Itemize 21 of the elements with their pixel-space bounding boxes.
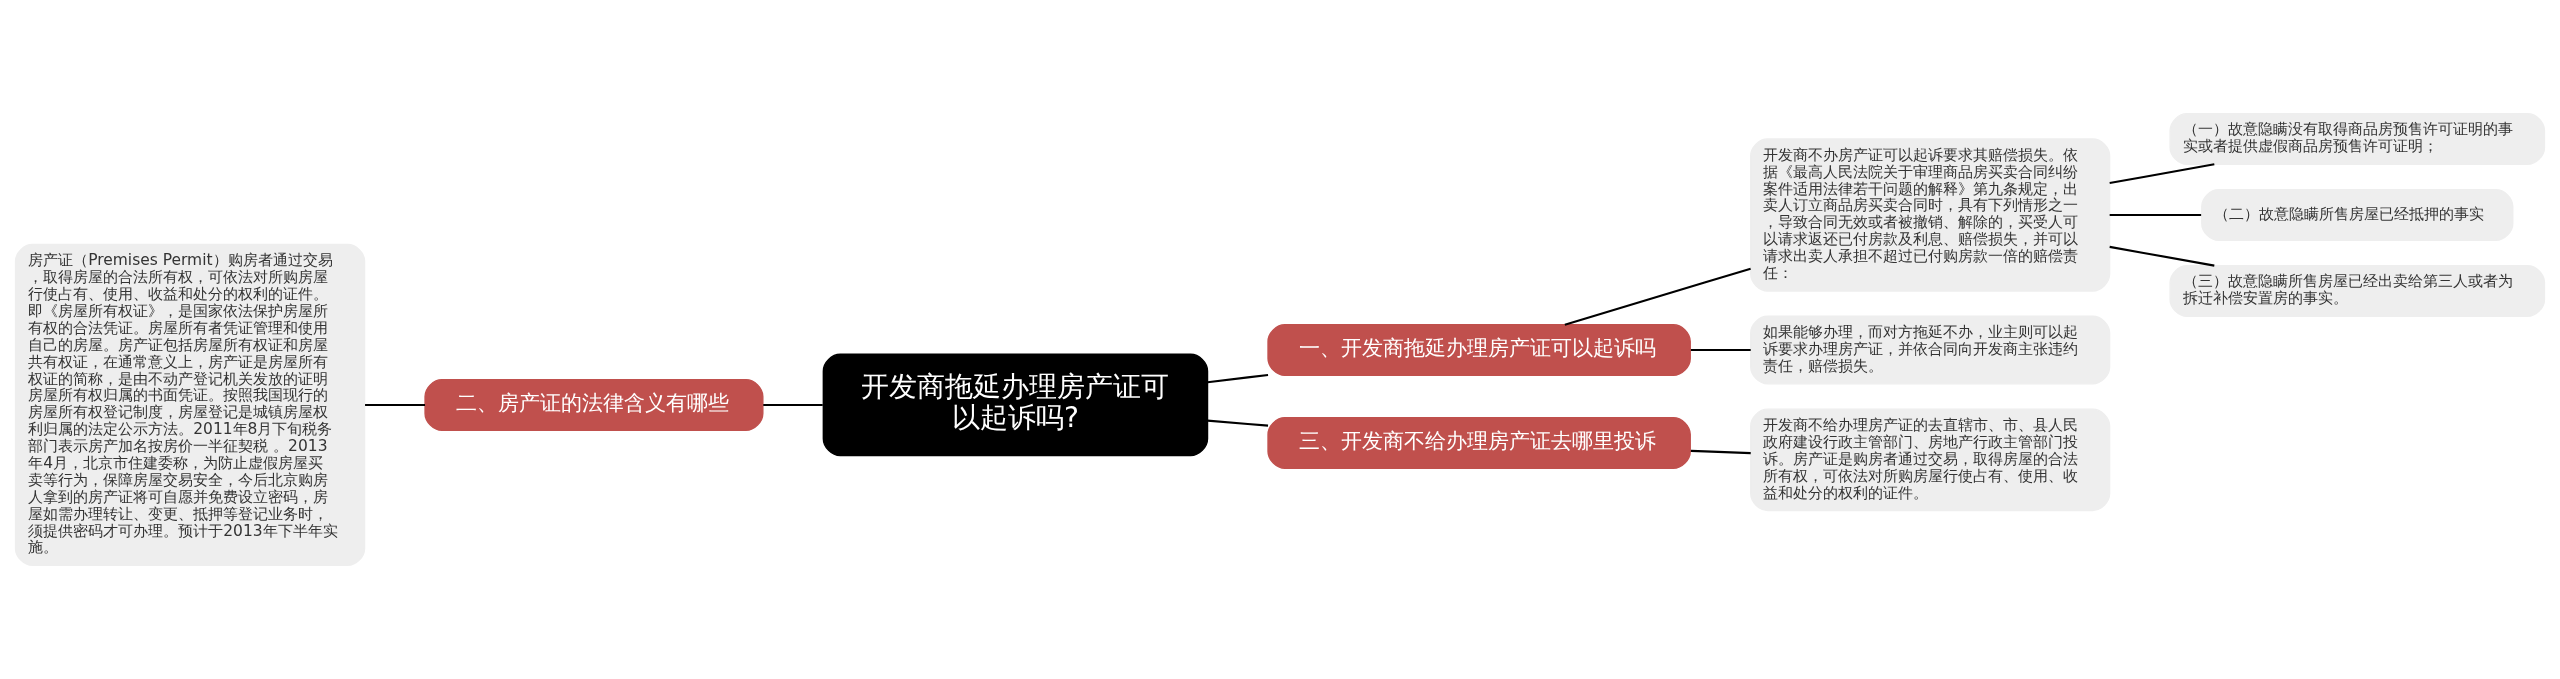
connector: [1564, 267, 1751, 326]
node-box: 开发商拖延办理房产证可以起诉吗?: [822, 353, 1209, 457]
node-box: 如果能够办理，而对方拖延不办，业主则可以起诉要求办理房产证，并依合同向开发商主张违约责任，赔偿损失。: [1750, 315, 2111, 385]
node-box: 一、开发商拖延办理房产证可以起诉吗: [1267, 324, 1691, 377]
node-box: 三、开发商不给办理房产证去哪里投诉: [1267, 416, 1691, 469]
node-box: 开发商不给办理房产证的去直辖市、市、县人民政府建设行政主管部门、房地产行政主管部门投诉。房产证是购房者通过交易，取得房屋的合法所有权，可依法对所购房屋行使占有、使用、收益和处分的权利的证件。: [1750, 408, 2111, 512]
connector: [1690, 449, 1751, 455]
node-box: （二）故意隐瞒所售房屋已经抵押的事实: [2201, 188, 2514, 241]
connector: [2109, 213, 2202, 216]
connector: [2109, 163, 2215, 185]
connector: [763, 403, 823, 406]
node-box: （一）故意隐瞒没有取得商品房预售许可证明的事实或者提供虚假商品房预售许可证明；: [2169, 112, 2546, 165]
connector: [1207, 419, 1269, 427]
connector: [2109, 245, 2215, 267]
node-box: （三）故意隐瞒所售房屋已经出卖给第三人或者为拆迁补偿安置房的事实。: [2169, 264, 2546, 317]
node-box: 二、房产证的法律含义有哪些: [424, 378, 764, 431]
node-box: 开发商不办房产证可以起诉要求其赔偿损失。依据《最高人民法院关于审理商品房买卖合同纠纷案件适用法律若干问题的解释》第九条规定，出卖人订立商品房买卖合同时，具有下列情形之一，导致合同无效或者被撤销、解除的，买受人可以请求返还已付房款及利息、赔偿损失，并可以请求出卖人承担不超过已付购房款一倍的赔偿责任：: [1750, 138, 2111, 292]
connector: [1690, 349, 1751, 352]
connector: [365, 403, 426, 406]
node-box: 房产证（Premises Permit）购房者通过交易，取得房屋的合法所有权，可依法对所购房屋行使占有、使用、收益和处分的权利的证件。即《房屋所有权证》，是国家依法保护房屋所有权的合法凭证。房屋所有者凭证管理和使用自己的房屋。房产证包括房屋所有权证和房屋共有权证，在通常意义上，房产证是房屋所有权证的简称，是由不动产登记机关发放的证明房屋所有权归属的书面凭证。按照我国现行的房屋所有权登记制度，房屋登记是城镇房屋权利归属的法定公示方法。2011年8月下旬税务部门表示房产加名按房价一半征契税 。2013年4月，北京市住建委称，为防止虚假房屋买卖等行为，保障房屋交易安全，今后北京购房人拿到的房产证将可自愿并免费设立密码，房屋如需办理转让、变更、抵押等登记业务时，须提供密码才可办理。预计于2013年下半年实施。: [14, 243, 366, 567]
connector: [1207, 373, 1269, 384]
